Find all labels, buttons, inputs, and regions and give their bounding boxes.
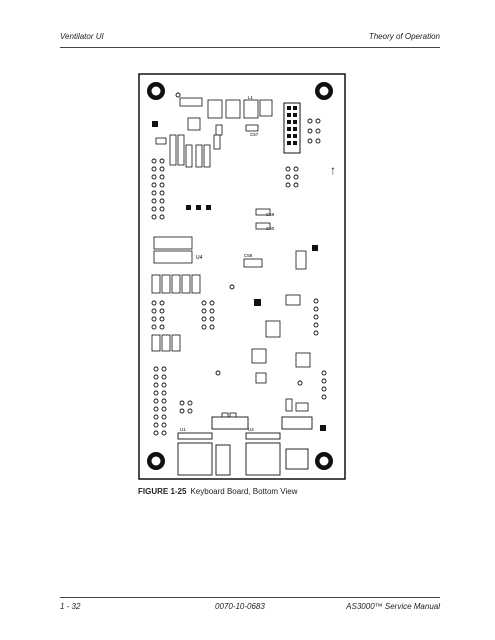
document-number: 0070-10-0683 [215,602,265,611]
pcb-drawing: U4 C59 C60 C58 C57 L1 [138,73,346,480]
manual-title: AS3000™ Service Manual [346,602,440,611]
label-c58: C58 [244,253,253,258]
header-rule [60,47,440,48]
label-c59: C59 [266,212,275,217]
mounting-hole-bl [147,452,165,470]
running-header-right: Theory of Operation [368,32,440,41]
orientation-arrow: ↑ [330,163,336,177]
figure-number: FIGURE 1-25 [138,487,187,496]
label-c60: C60 [266,226,275,231]
figure-caption-text: Keyboard Board, Bottom View [190,487,298,496]
label-u2: U2 [248,427,254,432]
keyboard-board-figure: U4 C59 C60 C58 C57 L1 [138,73,346,480]
label-l1: L1 [248,95,254,100]
running-header-left: Ventilator UI [60,32,104,41]
footer-rule [60,597,440,598]
label-c57: C57 [250,132,259,137]
mounting-hole-br [315,452,333,470]
label-u4: U4 [196,255,203,261]
page-number: 1 - 32 [60,602,81,611]
mounting-hole-tl [147,82,165,100]
label-u1: U1 [180,427,186,432]
mounting-hole-tr [315,82,333,100]
